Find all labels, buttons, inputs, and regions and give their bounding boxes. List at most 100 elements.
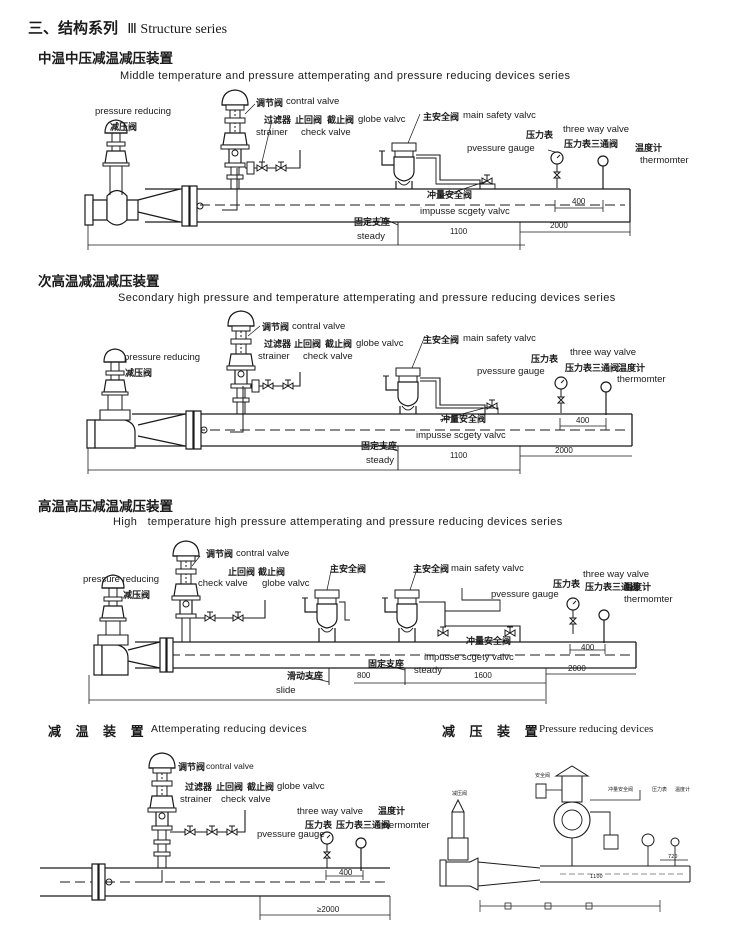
s3-impulse-label: impusse scgety valvc [424,652,514,663]
s2-control-valve-label: contral valve [292,321,346,332]
s2-strainer-cn: 过滤器 [264,340,292,350]
s1-three-way-label: three way valve [563,124,630,135]
section-3-title-cn: 高温高压减温减压装置 [38,499,173,515]
s2-check-cn: 止回阀 [294,340,322,350]
s1-main-safety-cn: 主安全阀 [423,113,460,123]
s3-steady-label: steady [414,665,442,676]
page-title-cn: 三、结构系列 [28,19,119,37]
s1-strainer-label: strainer [256,127,288,138]
s3-slide-label: slide [276,685,296,696]
s3-control-valve-label: contral valve [236,548,290,559]
s1-globe-cn: 截止阀 [327,116,355,126]
s2-globe-label: globe valvc [356,338,404,349]
s2-pressure-reducing-cn: 减压阀 [125,369,153,379]
page-title: 三、结构系列 Ⅲ Structure series [28,17,227,38]
section-1-title-en: Middle temperature and pressure attemper… [120,70,571,82]
s3-dim-1600: 1600 [474,671,492,680]
section-1-drawing [85,89,630,250]
bl-thermometer-label: thermomter [381,820,430,831]
s1-gauge-label: pvessure gauge [467,143,535,154]
s1-gauge-cn: 压力表 [526,131,554,141]
s1-dim-2000: 2000 [550,221,568,230]
bl-gauge-label: pvessure gauge [257,829,325,840]
s2-main-safety-cn: 主安全阀 [423,336,460,346]
s2-main-safety-label: main safety valvc [463,333,536,344]
page-title-en: Ⅲ Structure series [127,22,228,37]
s2-gauge-cn: 压力表 [531,355,559,365]
s1-globe-label: globe valvc [358,114,406,125]
s2-three-way-label: three way valve [570,347,637,358]
s1-three-way-cn: 压力表三通阀 [564,140,619,150]
s2-dim-1100: 1100 [450,451,468,460]
bl-three-way-label: three way valve [297,806,364,817]
br-dim-1100: 1100 [590,874,603,880]
section-2-title-en: Secondary high pressure and temperature … [118,292,616,304]
s2-impulse-label: impusse scgety valvc [416,430,506,441]
bl-thermometer-cn: 温度计 [378,807,406,817]
bl-dim-400: 400 [339,868,353,877]
s1-control-valve-label: contral valve [286,96,340,107]
s2-check-label: check valve [303,351,353,362]
s3-pressure-reducing-label: pressure reducing [83,574,160,585]
s3-gauge-cn: 压力表 [553,580,581,590]
s2-dim-2000: 2000 [555,446,573,455]
s1-control-valve-cn: 调节阀 [256,99,284,109]
br-label-prv: 减压阀 [452,791,468,797]
s1-impulse-cn: 冲量安全阀 [427,191,473,201]
bl-globe-cn: 截止阀 [247,783,275,793]
bl-strainer-label: strainer [180,794,212,805]
s2-thermometer-label: thermomter [617,374,666,385]
s3-three-way-label: three way valve [583,569,650,580]
pressure-reducing-title-en: Pressure reducing devices [539,723,654,735]
s2-strainer-label: strainer [258,351,290,362]
s1-impulse-label: impusse scgety valvc [420,206,510,217]
pressure-reducing-title-cn: 减 压 装 置 [442,725,543,740]
br-label-thermo: 温度计 [675,787,691,793]
s2-globe-cn: 截止阀 [325,340,353,350]
s3-main-safety-cn-1: 主安全阀 [330,565,367,575]
br-dim-720: 720 [668,854,678,860]
s1-pressure-reducing-label: pressure reducing [95,106,172,117]
s1-steady-cn: 固定支座 [354,218,391,228]
s1-main-safety-label: main safety valvc [463,110,536,121]
bl-gauge-cn: 压力表 [305,821,333,831]
bl-globe-label: globe valvc [277,781,325,792]
s3-control-valve-cn: 调节阀 [206,550,234,560]
s3-thermometer-cn: 温度计 [624,583,652,593]
s3-main-safety-cn-2: 主安全阀 [413,565,450,575]
bl-control-valve-label: contral valve [206,761,254,771]
s3-globe-cn: 截止阀 [258,568,286,578]
s3-thermometer-label: thermomter [624,594,673,605]
s3-check-label: check valve [198,578,248,589]
br-label-safety: 安全阀 [535,773,551,779]
attemperating-title-en: Attemperating reducing devices [151,723,308,735]
s1-thermometer-label: thermomter [640,155,689,166]
s3-dim-800: 800 [357,671,371,680]
s3-dim-400: 400 [581,643,595,652]
s3-pressure-reducing-cn: 减压阀 [123,591,151,601]
s3-globe-label: globe valvc [262,578,310,589]
s3-steady-cn: 固定支座 [368,660,405,670]
s1-dim-400: 400 [572,197,586,206]
s1-check-label: check valve [301,127,351,138]
s3-dim-2000: 2000 [568,664,586,673]
s3-main-safety-label: main safety valvc [451,563,524,574]
pressure-reducing-drawing [440,766,690,912]
s3-gauge-label: pvessure gauge [491,589,559,600]
s2-pressure-reducing-label: pressure reducing [124,352,201,363]
bl-check-label: check valve [221,794,271,805]
section-2-drawing [87,310,632,474]
s2-gauge-label: pvessure gauge [477,366,545,377]
s2-control-valve-cn: 调节阀 [262,323,290,333]
s2-impulse-cn: 冲量安全阀 [441,415,487,425]
br-label-impulse: 冲量安全阀 [608,787,634,793]
s2-steady-cn: 固定支座 [361,442,398,452]
s2-steady-label: steady [366,455,394,466]
bl-three-way-cn: 压力表三通阀 [336,821,391,831]
s1-dim-1100: 1100 [450,227,468,236]
attemperating-drawing [40,752,390,920]
bl-check-cn: 止回阀 [216,783,244,793]
s1-steady-label: steady [357,231,385,242]
bl-strainer-cn: 过滤器 [185,783,213,793]
